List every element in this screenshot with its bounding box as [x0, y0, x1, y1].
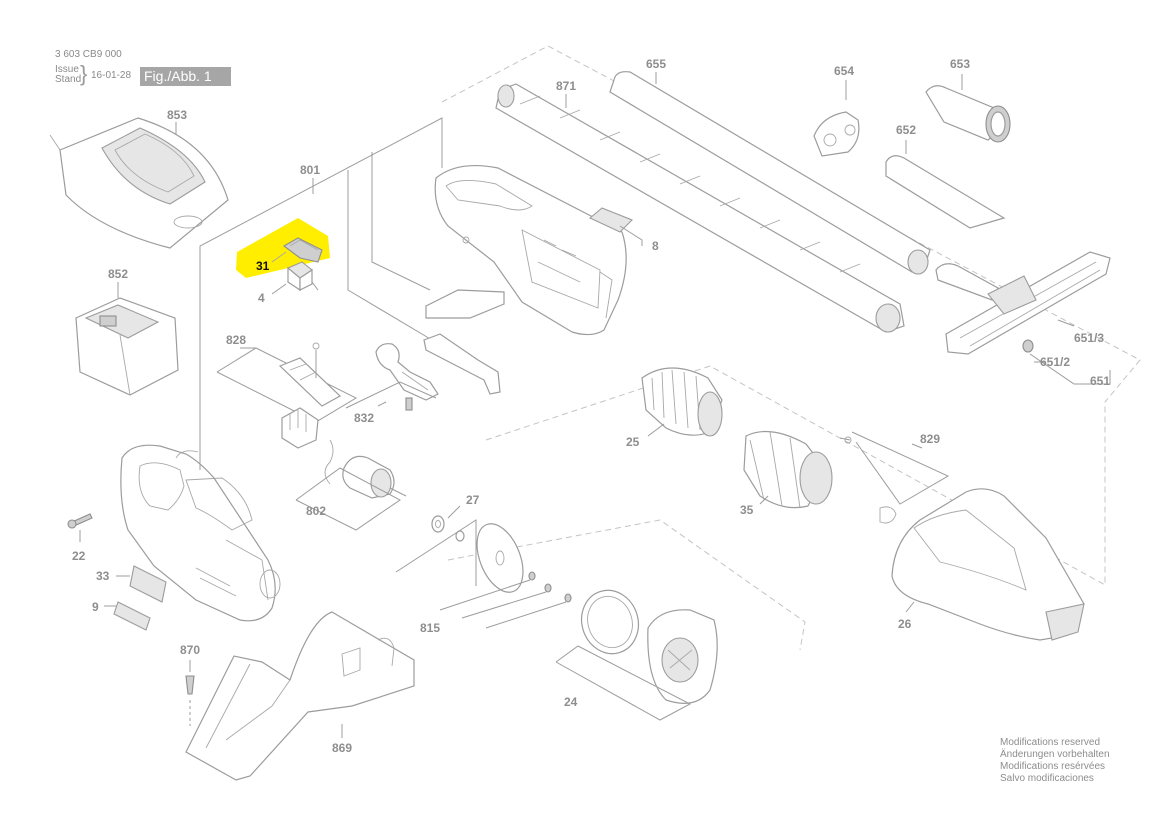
brace-glyph: } — [80, 61, 88, 86]
issue-label: Issue — [55, 64, 79, 75]
callout-802: 802 — [306, 504, 326, 518]
housing-bracket — [199, 117, 443, 448]
nozzle-26 — [891, 488, 1085, 641]
switch-4 — [271, 261, 319, 295]
dashed-group-fan — [447, 519, 806, 651]
screw-870 — [185, 660, 195, 726]
issue-date: 16-01-28 — [91, 70, 132, 81]
callout-828: 828 — [226, 333, 246, 347]
pad-8 — [588, 207, 643, 246]
note-es: Salvo modificaciones — [1000, 773, 1094, 784]
note-de: Änderungen vorbehalten — [1000, 749, 1110, 760]
callout-801: 801 — [300, 163, 320, 177]
callout-651-2: 651/2 — [1040, 355, 1070, 369]
washer-27 — [431, 505, 465, 542]
lever-part — [423, 333, 501, 395]
figure-label: Fig./Abb. 1 — [140, 67, 231, 86]
housing-bracket-inner-2 — [371, 152, 431, 291]
dashed-group-filter — [485, 365, 1106, 586]
callout-25: 25 — [626, 435, 640, 449]
hose-871 — [495, 83, 905, 333]
crevice-652 — [885, 140, 1006, 229]
label-33 — [129, 565, 167, 603]
callout-654: 654 — [834, 64, 854, 78]
clip-654 — [813, 80, 860, 157]
filter-25 — [641, 367, 723, 437]
callout-815: 815 — [420, 621, 440, 635]
seal-24 — [555, 589, 718, 721]
callout-832: 832 — [354, 411, 374, 425]
floor-nozzle-651 — [935, 251, 1111, 385]
callout-4: 4 — [258, 291, 265, 305]
fan-815 — [395, 519, 572, 629]
housing-bottom-half — [120, 444, 281, 622]
callout-35: 35 — [740, 503, 754, 517]
screw-22 — [67, 513, 93, 542]
callout-651-3: 651/3 — [1074, 331, 1104, 345]
stand-869 — [185, 611, 415, 781]
callout-871: 871 — [556, 79, 576, 93]
plate-part — [425, 289, 505, 319]
callout-853: 853 — [167, 108, 187, 122]
part-31-highlighted — [236, 218, 330, 278]
note-fr: Modifications resérvées — [1000, 761, 1106, 772]
callout-31: 31 — [256, 259, 270, 273]
motor-802 — [295, 439, 407, 531]
trigger-832 — [345, 343, 439, 411]
brush-653 — [925, 74, 1011, 143]
callout-870: 870 — [180, 643, 200, 657]
callout-852: 852 — [108, 267, 128, 281]
callout-653: 653 — [950, 57, 970, 71]
callout-9: 9 — [92, 600, 99, 614]
note-en: Modifications reserved — [1000, 737, 1101, 748]
callout-33: 33 — [96, 569, 110, 583]
callout-655: 655 — [646, 57, 666, 71]
callout-27: 27 — [466, 493, 480, 507]
doc-number: 3 603 CB9 000 — [55, 49, 122, 60]
filter-holder-35 — [743, 430, 833, 509]
callout-829: 829 — [920, 432, 940, 446]
latch-829 — [839, 431, 950, 524]
callout-651: 651 — [1090, 374, 1110, 388]
callout-24: 24 — [564, 695, 578, 709]
callout-26: 26 — [898, 617, 912, 631]
electronics-828 — [216, 342, 358, 449]
housing-top-half — [434, 164, 627, 336]
charger-853 — [49, 117, 229, 249]
tube-655 — [609, 71, 931, 275]
housing-bracket-inner — [347, 170, 433, 341]
callout-22: 22 — [72, 549, 86, 563]
callout-652: 652 — [896, 123, 916, 137]
stand-label: Stand — [55, 74, 82, 85]
callout-869: 869 — [332, 741, 352, 755]
battery-852 — [75, 282, 179, 396]
callout-8: 8 — [652, 239, 659, 253]
label-9 — [113, 601, 151, 631]
highlight-marker — [236, 218, 330, 278]
